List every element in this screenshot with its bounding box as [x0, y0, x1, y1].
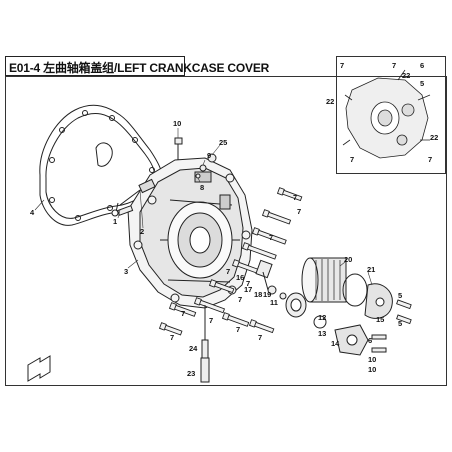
callout-7: 7 — [226, 267, 230, 276]
callout-25: 25 — [219, 138, 227, 147]
callout-4: 4 — [30, 208, 35, 217]
front-direction-arrow — [27, 355, 51, 382]
inset-callout-7: 7 — [350, 155, 354, 164]
callout-20: 20 — [344, 255, 352, 264]
inset-callout-5: 5 — [420, 79, 424, 88]
callout-7: 7 — [297, 207, 301, 216]
callout-7: 7 — [236, 325, 240, 334]
diagram-title: E01-4 左曲轴箱盖组/LEFT CRANKCASE COVER — [9, 61, 270, 75]
callout-7: 7 — [258, 333, 262, 342]
callout-17: 17 — [244, 285, 252, 294]
bolts-group — [158, 187, 303, 336]
title-box: E01-4 左曲轴箱盖组/LEFT CRANKCASE COVER — [5, 56, 269, 76]
dowel-pins — [117, 205, 134, 216]
callout-5: 5 — [398, 291, 402, 300]
callout-21: 21 — [367, 265, 375, 274]
callout-16: 16 — [236, 273, 244, 282]
callout-18: 18 — [254, 290, 262, 299]
callout-12: 12 — [318, 313, 326, 322]
callout-10: 10 — [368, 355, 376, 364]
callout-6: 6 — [368, 336, 372, 345]
inset-callout-22: 22 — [430, 133, 438, 142]
leader-lines — [34, 128, 373, 286]
callout-14: 14 — [331, 339, 340, 348]
inset-callout-7: 7 — [340, 61, 344, 70]
inset-callout-7: 7 — [428, 155, 432, 164]
gasket-part — [39, 104, 163, 226]
callout-10: 10 — [368, 365, 376, 374]
inset-callout-22: 22 — [402, 71, 410, 80]
inset-callout-7: 7 — [392, 61, 396, 70]
inset-drawing — [342, 69, 431, 159]
callout-5: 5 — [398, 319, 402, 328]
callout-15: 15 — [376, 315, 384, 324]
callout-8: 8 — [200, 183, 204, 192]
oil-filter-part — [301, 257, 393, 319]
pump-assembly — [255, 259, 387, 356]
side-bolts — [396, 299, 412, 325]
callout-7: 7 — [269, 233, 273, 242]
callout-3: 3 — [124, 267, 128, 276]
diagram-frame — [5, 76, 447, 386]
callout-7: 7 — [181, 309, 185, 318]
callout-23: 23 — [187, 369, 195, 378]
sensor-part — [111, 178, 156, 217]
callout-7: 7 — [293, 193, 297, 202]
callout-24: 24 — [189, 344, 198, 353]
callout-2: 2 — [140, 227, 144, 236]
callout-7: 7 — [170, 333, 174, 342]
callout-labels: 4 3 10 25 9 8 2 1 7 7 7 7 7 7 7 7 7 7 7 … — [30, 119, 402, 378]
crankcase-cover-part — [127, 157, 253, 309]
callout-10: 10 — [173, 119, 181, 128]
callout-1: 1 — [113, 217, 117, 226]
callout-9: 9 — [207, 151, 211, 160]
callout-7: 7 — [238, 295, 242, 304]
inset-callout-6: 6 — [420, 61, 424, 70]
inset-callout-22: 22 — [326, 97, 334, 106]
small-fasteners — [174, 137, 217, 179]
callout-11: 11 — [270, 298, 278, 307]
callout-7: 7 — [246, 279, 250, 288]
callout-19: 19 — [263, 290, 271, 299]
inset-callout-labels: 7 7 22 6 5 22 22 7 7 — [326, 61, 438, 164]
inset-panel — [336, 56, 446, 174]
callout-13: 13 — [318, 329, 326, 338]
drain-pipe — [200, 305, 210, 383]
callout-7: 7 — [209, 316, 213, 325]
